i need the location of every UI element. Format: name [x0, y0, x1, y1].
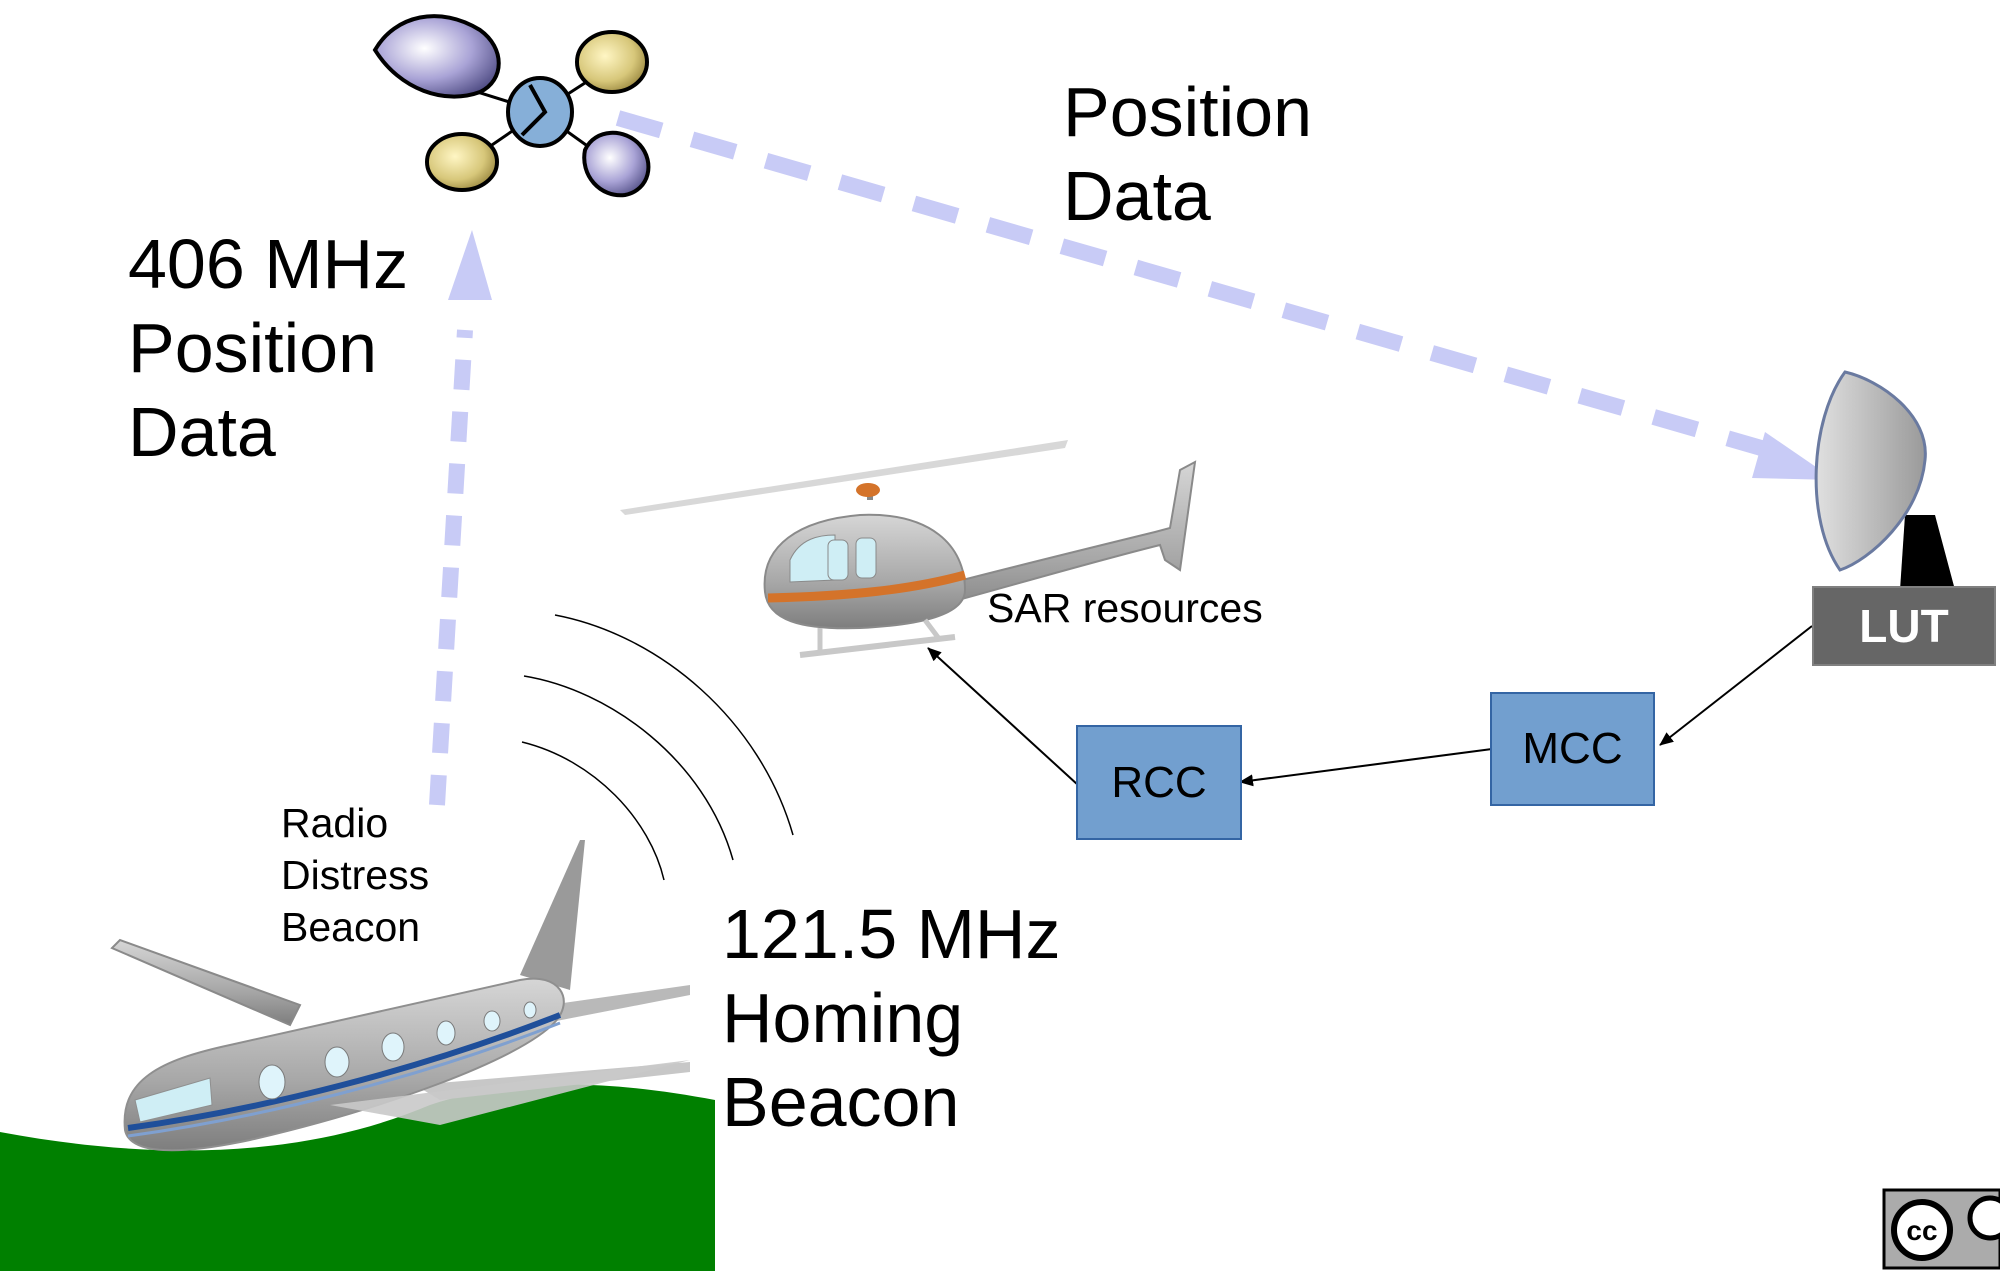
uplink-406-link: [429, 329, 473, 806]
cc-license-badge: cc: [1882, 1188, 2000, 1270]
homing-label: 121.5 MHz Homing Beacon: [722, 892, 1060, 1144]
satellite-icon: [372, 14, 651, 198]
downlink-arrowhead: [1752, 432, 1835, 480]
lut-to-mcc-line: [1659, 625, 1813, 746]
helicopter-icon: [620, 440, 1197, 658]
mcc-box: MCC: [1490, 692, 1655, 806]
uplink-arrowhead: [448, 230, 492, 300]
homing-label-line-2: Homing: [722, 979, 964, 1057]
beacon-label-line-3: Beacon: [281, 904, 421, 950]
beacon-label-line-1: Radio: [281, 800, 389, 846]
beacon-label-line-2: Distress: [281, 852, 430, 898]
downlink-label: Position Data: [1063, 70, 1312, 238]
homing-label-line-1: 121.5 MHz: [722, 895, 1061, 973]
rcc-to-sar-line: [927, 647, 1079, 786]
homing-radio-waves: [521, 614, 794, 881]
airplane-icon: [110, 840, 690, 1152]
uplink-label-line-1: 406 MHz: [128, 225, 409, 303]
downlink-label-line-1: Position: [1063, 73, 1313, 151]
mcc-to-rcc-line: [1239, 748, 1493, 787]
homing-label-line-3: Beacon: [722, 1063, 960, 1141]
uplink-label-line-2: Position: [128, 309, 378, 387]
uplink-label-line-3: Data: [128, 393, 276, 471]
beacon-label: Radio Distress Beacon: [281, 797, 429, 953]
sar-resources-label: SAR resources: [987, 585, 1263, 631]
uplink-label: 406 MHz Position Data: [128, 222, 408, 474]
lut-box: LUT: [1812, 586, 1996, 666]
rcc-box: RCC: [1076, 725, 1242, 840]
cc-badge-text: cc: [1906, 1215, 1937, 1246]
ground: [0, 1084, 715, 1271]
downlink-label-line-2: Data: [1063, 157, 1211, 235]
downlink-link: [615, 110, 1778, 460]
dish-antenna-icon: [1814, 370, 1955, 590]
